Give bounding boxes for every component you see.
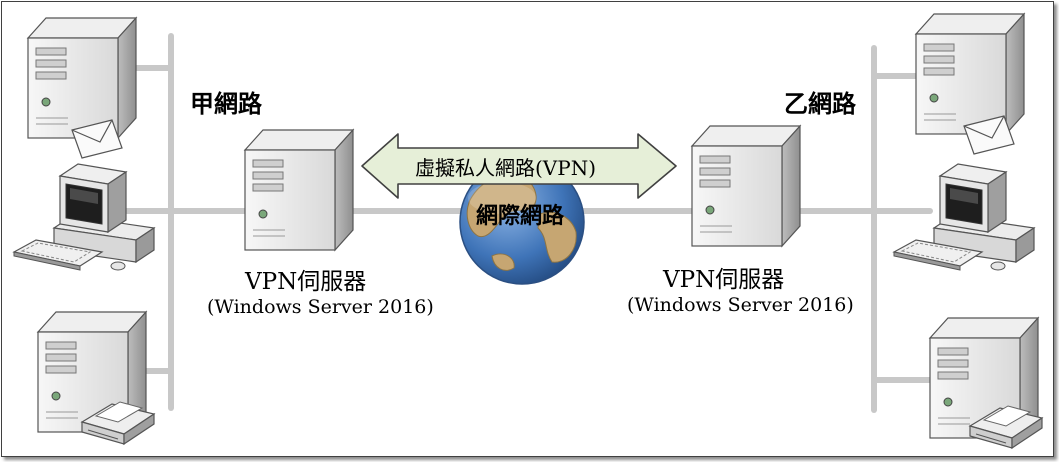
workstation-icon	[13, 163, 155, 271]
vpn-tunnel-arrow	[361, 133, 677, 199]
server-icon	[915, 13, 1025, 135]
internet-label: 網際網路	[476, 203, 565, 229]
vpn-server-a-subtitle: (Windows Server 2016)	[207, 296, 434, 318]
vpn-server-b-subtitle: (Windows Server 2016)	[627, 294, 854, 316]
vpn-server-b-title: VPN伺服器	[663, 267, 785, 293]
vpn-server-a-title: VPN伺服器	[245, 269, 367, 295]
vpn-server-b-icon	[691, 125, 801, 247]
internet-globe	[459, 159, 585, 285]
server-icon	[27, 17, 137, 139]
workstation-icon	[893, 163, 1035, 271]
vpn-server-a-icon	[244, 129, 354, 251]
network-b-label: 乙網路	[784, 89, 856, 118]
network-a-label: 甲網路	[190, 89, 262, 118]
vpn-tunnel-label: 虛擬私人網路(VPN)	[415, 156, 597, 180]
network-b-bus	[871, 45, 935, 413]
